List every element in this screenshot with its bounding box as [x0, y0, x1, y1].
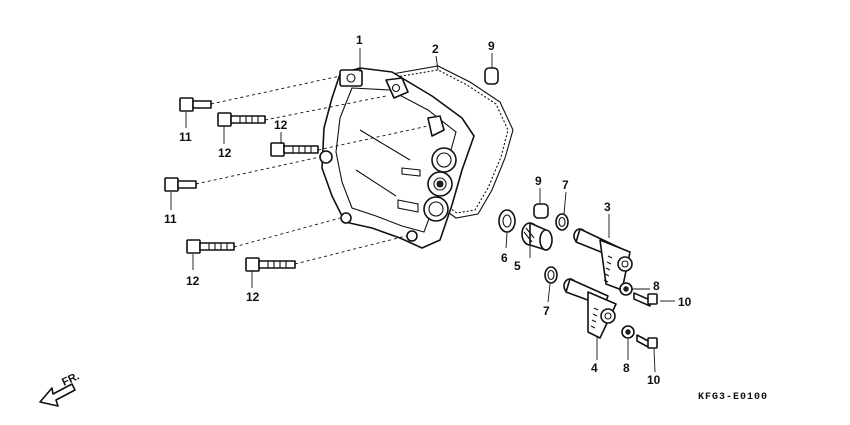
diagram-code: KFG3-E0100: [698, 392, 768, 403]
front-label: FR.: [60, 370, 81, 388]
plug-5: [521, 222, 553, 251]
o-ring-7-upper: [555, 213, 569, 231]
bolt-12-bottom: [245, 257, 296, 272]
bolt-12-upper: [217, 112, 266, 127]
bolt-11-upper: [179, 97, 212, 112]
callout-11-upper: 11: [179, 130, 192, 144]
callout-12-bottom: 12: [246, 290, 260, 304]
front-arrow: FR.: [39, 370, 81, 407]
callout-6: 6: [501, 251, 508, 265]
washer-8-upper: [619, 282, 633, 296]
callout-11-lower: 11: [164, 212, 177, 226]
bolt-10-upper: [633, 292, 658, 307]
callout-12-upper: 12: [218, 146, 232, 160]
callout-9-lower: 9: [535, 174, 542, 188]
shift-shaft-4: [563, 278, 617, 339]
right-crankcase-cover: [319, 67, 475, 249]
callout-7-lower: 7: [543, 304, 550, 318]
callout-10-upper: 10: [678, 295, 692, 309]
bolt-11-lower: [164, 177, 197, 192]
leader-lines: [170, 48, 675, 373]
o-ring-6: [498, 209, 516, 233]
callout-8-lower: 8: [623, 361, 630, 375]
callout-12-middle: 12: [274, 118, 288, 132]
washer-8-lower: [621, 325, 635, 339]
callout-9-upper: 9: [488, 39, 495, 53]
callout-12-lower: 12: [186, 274, 200, 288]
callout-8-upper: 8: [653, 279, 660, 293]
callout-10-lower: 10: [647, 373, 661, 387]
dowel-pin-lower: [533, 203, 549, 219]
bolt-10-lower: [636, 334, 658, 349]
bolt-12-lower: [186, 239, 235, 254]
callout-labels: 1 2 9 11 12 12 11 12 12 9 7 3 6 5 7 8 10…: [164, 33, 692, 387]
callout-2: 2: [432, 42, 439, 56]
callout-3: 3: [604, 200, 611, 214]
bolt-12-middle: [270, 142, 319, 157]
callout-1: 1: [356, 33, 363, 47]
dowel-pin-upper: [484, 67, 499, 85]
shift-shaft-3: [573, 228, 633, 291]
o-ring-7-lower: [544, 266, 558, 284]
callout-5: 5: [514, 259, 521, 273]
callout-7-upper: 7: [562, 178, 569, 192]
alignment-lines: [195, 75, 429, 265]
callout-4: 4: [591, 361, 598, 375]
